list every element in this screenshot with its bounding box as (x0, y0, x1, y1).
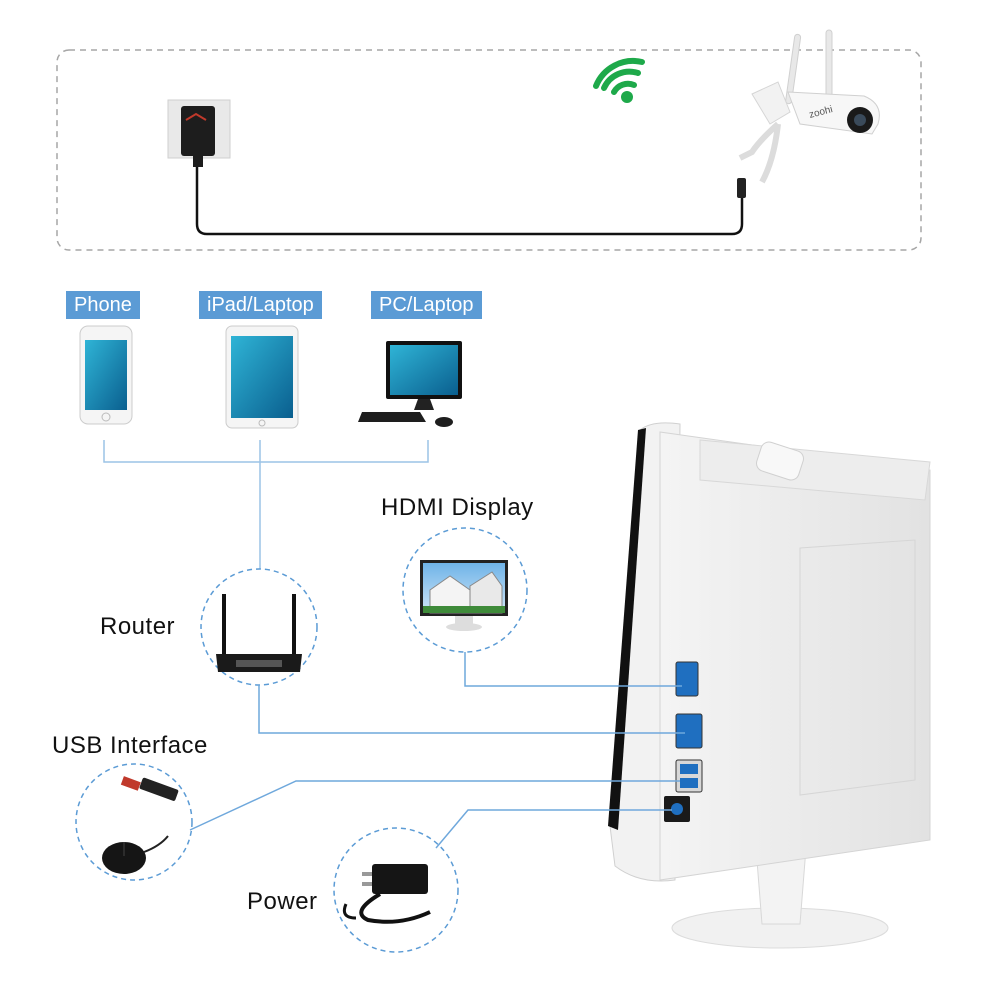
pc-label: PC/Laptop (371, 291, 482, 319)
hdmi-monitor-icon (420, 560, 508, 631)
phone-label: Phone (66, 291, 140, 319)
wifi-icon (593, 58, 645, 103)
devices-bracket-line (103, 440, 429, 463)
desktop-pc-icon (358, 341, 462, 427)
power-connector-line (435, 809, 672, 849)
hdmi-connector-line (464, 652, 682, 687)
usb-connector-line (189, 780, 680, 831)
nvr-monitor-icon (608, 422, 931, 949)
mouse-icon (102, 835, 169, 874)
router-icon (216, 594, 302, 672)
ip-camera-icon: zoohi (738, 29, 880, 184)
power-label: Power (247, 888, 318, 915)
power-adapter-icon (167, 99, 231, 167)
tablet-icon (225, 325, 299, 429)
camera-section-border (56, 49, 922, 251)
smartphone-icon (79, 325, 133, 425)
usb-drive-icon (120, 776, 179, 801)
camera-power-cable (195, 167, 744, 236)
hdmi-display-label: HDMI Display (381, 494, 534, 521)
usb-interface-label: USB Interface (52, 732, 208, 759)
router-connector-line (258, 685, 685, 734)
tablet-label: iPad/Laptop (199, 291, 322, 319)
power-supply-icon (342, 864, 431, 924)
router-label: Router (100, 613, 176, 640)
